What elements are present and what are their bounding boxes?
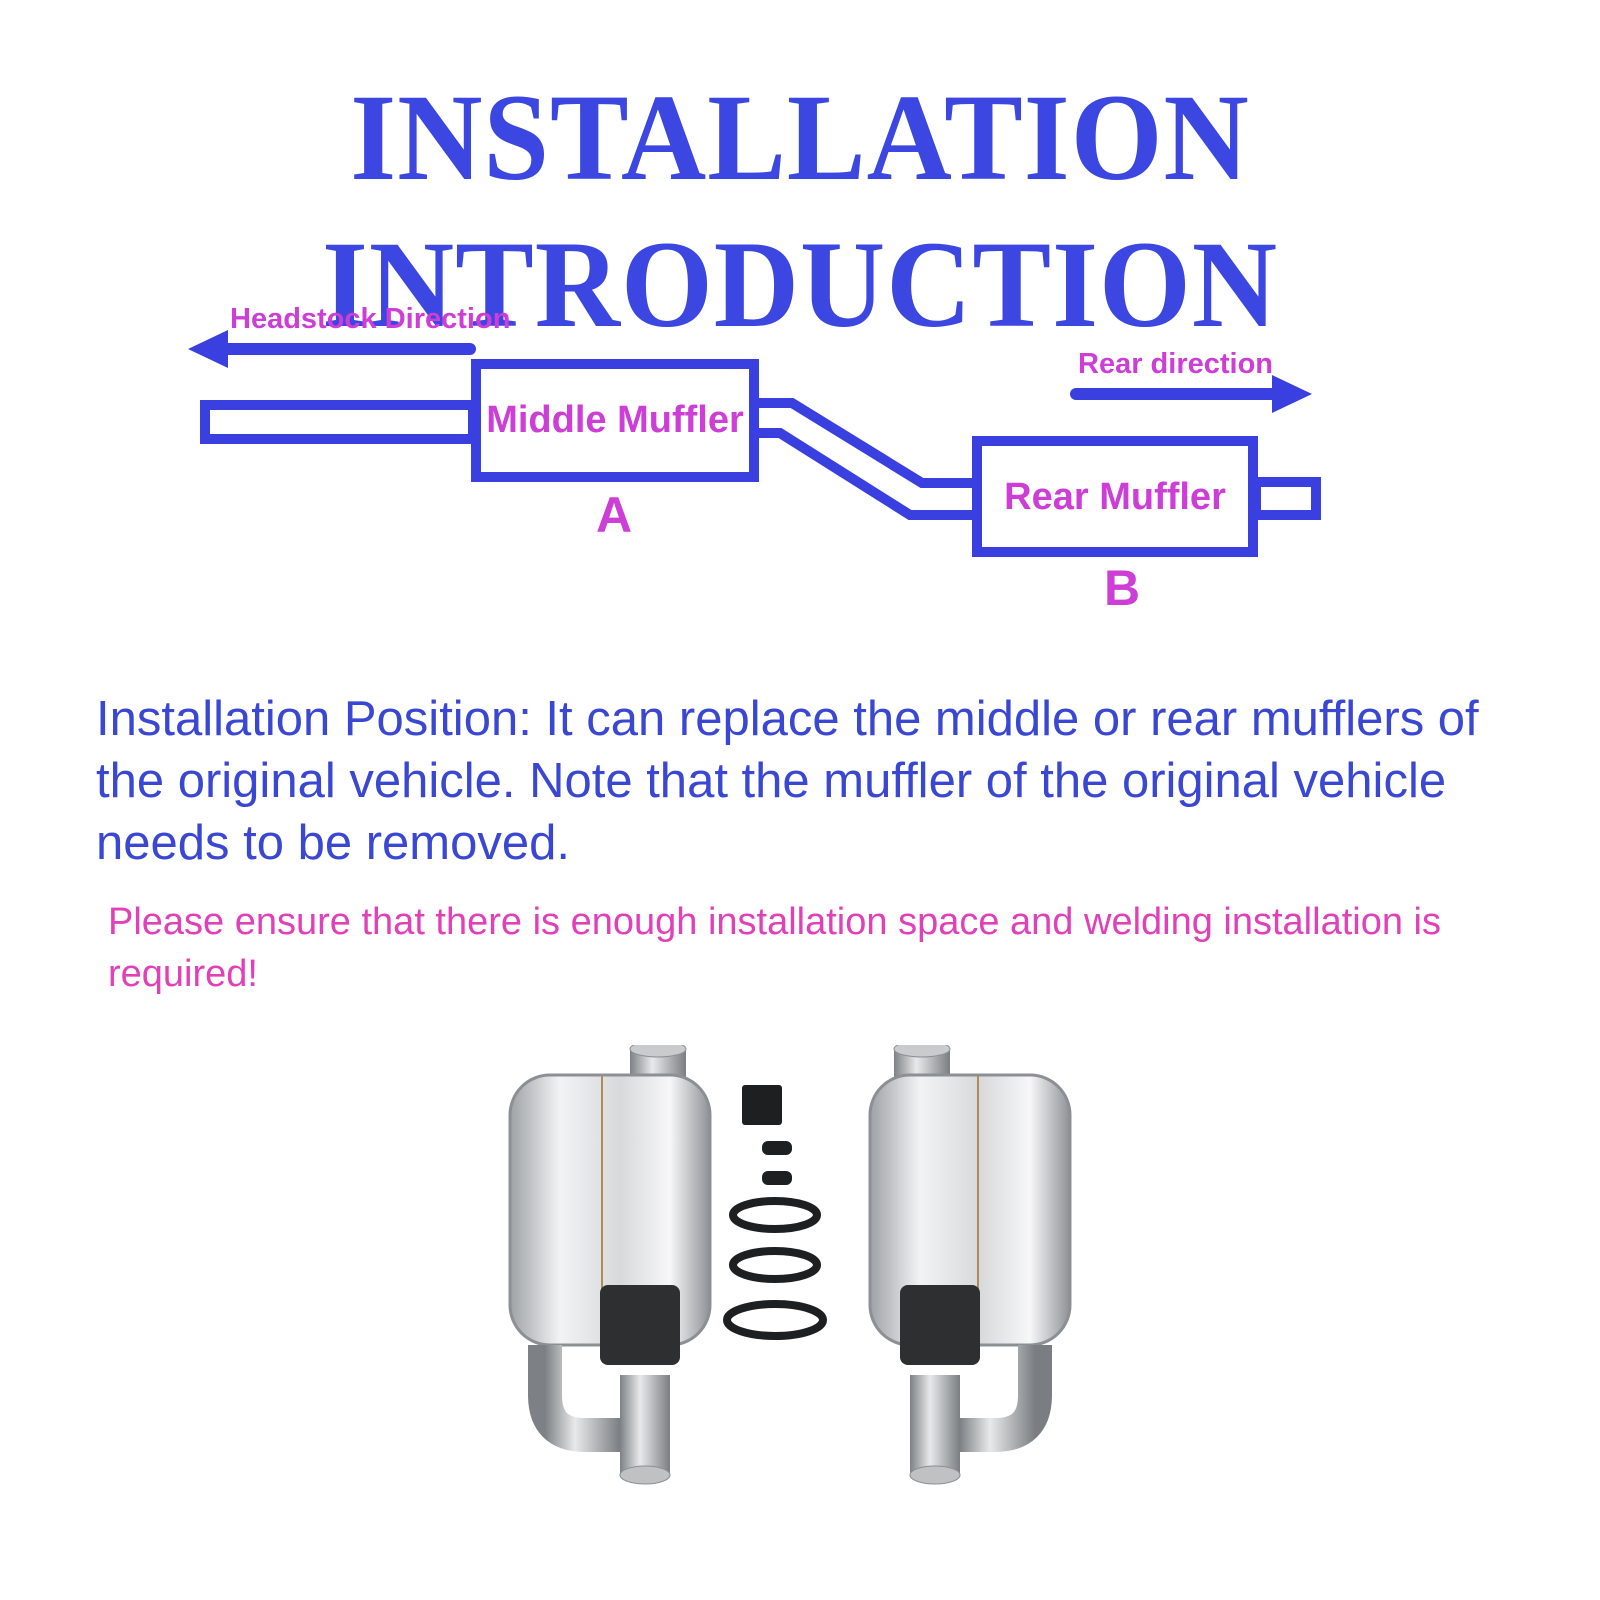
outlet-pipe	[1251, 477, 1321, 520]
label-a: A	[596, 487, 632, 543]
rear-direction-label: Rear direction	[1078, 348, 1273, 380]
arrow-right-icon	[1070, 375, 1312, 413]
welding-warning-text: Please ensure that there is enough insta…	[108, 901, 1441, 995]
headstock-direction-label: Headstock Direction	[230, 303, 510, 335]
connecting-pipe-top	[757, 398, 975, 488]
middle-muffler-label: Middle Muffler	[486, 399, 744, 441]
middle-muffler-box	[471, 359, 759, 482]
label-b: B	[1104, 560, 1140, 616]
installation-position-text: Installation Position: It can replace th…	[96, 692, 1479, 870]
page-title: INSTALLATION INTRODUCTION	[321, 68, 1279, 354]
rear-muffler-label: Rear Muffler	[1004, 476, 1226, 518]
right-muffler	[868, 1045, 1072, 1485]
exhaust-diagram: Headstock Direction Middle Muffler A Rea…	[188, 303, 1321, 616]
arrow-left-icon	[188, 330, 476, 368]
connecting-pipe-bottom	[757, 428, 975, 520]
accessories	[723, 1085, 827, 1340]
product-photo	[508, 1045, 1072, 1485]
inlet-pipe	[200, 400, 478, 444]
left-muffler	[508, 1045, 712, 1485]
